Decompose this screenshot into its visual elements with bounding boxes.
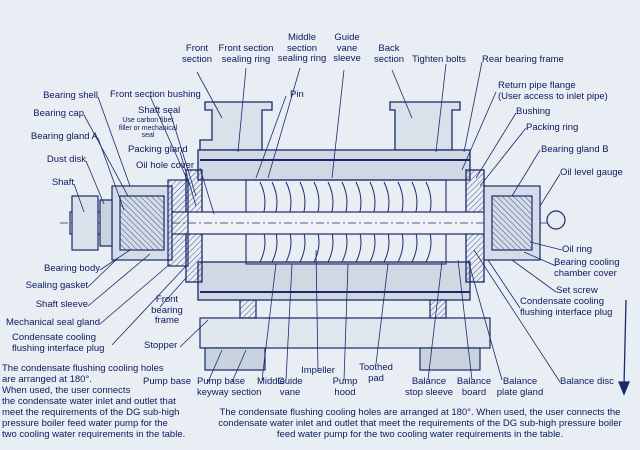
label-bearing-shell: Bearing shell [43, 90, 98, 101]
pump-casing [185, 101, 485, 301]
label-balance-stop-sleeve: Balance stop sleeve [404, 376, 454, 398]
label-bearing-body: Bearing body [44, 263, 100, 274]
label-back-section: Back section [373, 43, 405, 65]
label-bearing-cap: Bearing cap [33, 108, 84, 119]
label-guide-vane-sleeve: Guide vane sleeve [333, 32, 361, 64]
label-middle: Middle [257, 376, 285, 387]
label-oil-level-gauge: Oil level gauge [560, 167, 623, 178]
label-shaft-sleeve: Shaft sleeve [35, 299, 88, 310]
label-toothed-pad: Toothed pad [359, 362, 393, 384]
label-balance-plate-gland: Balance plate gland [496, 376, 544, 398]
label-shaft-seal: Shaft seal [138, 105, 181, 116]
note-left: The condensate flushing cooling holes ar… [2, 363, 186, 440]
label-stopper: Stopper [144, 340, 178, 351]
label-oil-ring: Oil ring [562, 244, 593, 255]
label-balance-disc: Balance disc [560, 376, 614, 387]
label-mechanical-seal-gland: Mechanical seal gland [5, 317, 100, 328]
label-pump-base-keyway-section: Pump base keyway section [197, 376, 262, 398]
label-shaft: Shaft [51, 177, 74, 188]
front-bearing-housing [99, 179, 189, 267]
label-condensate-cooling-right: Condensate cooling flushing interface pl… [520, 296, 613, 318]
label-front-section-bushing: Front section bushing [110, 89, 201, 100]
label-pump-hood: Pump hood [332, 376, 358, 398]
label-shaft-seal-note: Use carbon fiber filler or mechanical se… [118, 117, 178, 139]
label-front-section: Front section [181, 43, 213, 65]
label-balance-board: Balance board [456, 376, 492, 398]
rear-bearing-housing [483, 185, 566, 261]
label-condensate-cooling-left: Condensate cooling flushing interface pl… [12, 332, 105, 354]
pump-base [199, 299, 491, 371]
label-pump-base: Pump base [143, 376, 192, 387]
label-impeller: Impeller [301, 365, 335, 376]
label-tighten-bolts: Tighten bolts [412, 54, 467, 65]
label-set-screw: Set screw [556, 285, 598, 296]
label-bearing-cooling-chamber-cover: Bearing cooling chamber cover [554, 257, 620, 279]
label-dust-disk: Dust disk [46, 154, 86, 165]
label-front-section-sealing-ring: Front section sealing ring [218, 43, 274, 65]
label-guide-vane: Guide vane [277, 376, 303, 398]
label-return-pipe-flange: Return pipe flange (User access to inlet… [498, 80, 608, 102]
label-rear-bearing-frame: Rear bearing frame [482, 54, 564, 65]
label-oil-hole-cover: Oil hole cover [136, 160, 195, 171]
label-front-bearing-frame: Front bearing frame [151, 294, 183, 326]
label-pin: Pin [290, 89, 304, 100]
label-packing-ring: Packing ring [526, 122, 579, 133]
label-bearing-gland-a: Bearing gland A [30, 131, 98, 142]
label-sealing-gasket: Sealing gasket [25, 280, 88, 291]
arrow-indicator [618, 299, 630, 396]
leader-lines [73, 61, 563, 383]
note-bottom: The condensate flushing cooling holes ar… [218, 407, 622, 440]
label-bearing-gland-b: Bearing gland B [541, 144, 609, 155]
label-middle-section-sealing-ring: Middle section sealing ring [277, 32, 327, 64]
label-bushing-right: Bushing [516, 106, 551, 117]
label-packing-gland: Packing gland [128, 144, 188, 155]
